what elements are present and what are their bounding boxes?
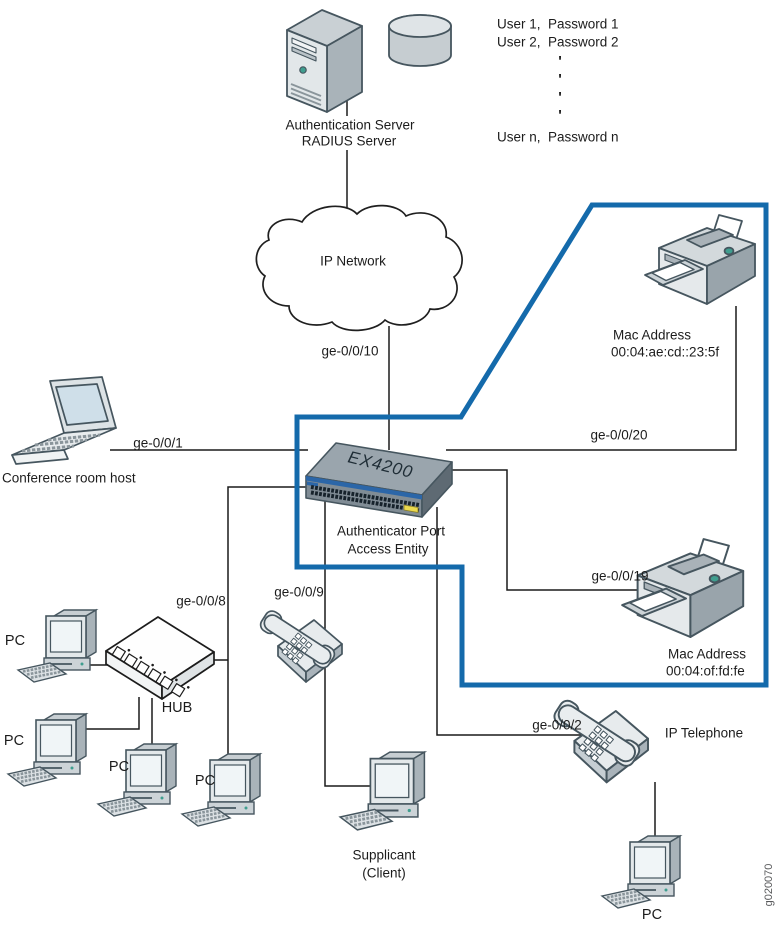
pc1-icon xyxy=(16,608,98,684)
pc1-label: PC xyxy=(4,633,26,650)
printer-bottom-mac-value: 00:04:of:fd:fe xyxy=(666,663,745,679)
hub-label: HUB xyxy=(161,700,193,717)
port-label-ge-0-0-20: ge-0/0/20 xyxy=(590,427,648,443)
switch-uplink-port xyxy=(403,504,419,513)
pc2-icon xyxy=(6,712,88,788)
figure-id: g020070 xyxy=(763,863,775,907)
link-switch-phone-supplicant-ge-0-0-9 xyxy=(324,501,372,787)
user-ellipsis-mark: ' xyxy=(558,70,562,88)
auth-server-label-line1: Authentication Server xyxy=(285,117,415,133)
link-switch-printer-bottom-ge-0-0-19 xyxy=(443,469,658,591)
pc4-icon xyxy=(180,752,262,828)
cloud-icon xyxy=(255,204,463,332)
server-icon xyxy=(286,9,363,113)
port-label-ge-0-0-19: ge-0/0/19 xyxy=(591,568,649,584)
switch-logo xyxy=(307,481,318,487)
supplicant-label-line2: (Client) xyxy=(362,865,406,881)
switch-stripe xyxy=(306,476,422,500)
supplicant-label-line1: Supplicant xyxy=(352,847,416,863)
printer-bottom-mac-title: Mac Address xyxy=(668,646,747,662)
pc2-label: PC xyxy=(3,733,25,750)
ip-network-label: IP Network xyxy=(320,253,386,269)
ip-phone-pc-label: PC xyxy=(641,907,663,924)
switch-role-label-line1: Authenticator Port xyxy=(336,523,446,539)
supplicant-pc-icon xyxy=(338,750,426,832)
phone-icon xyxy=(257,607,343,683)
port-label-ge-0-0-2: ge-0/0/2 xyxy=(532,717,582,733)
link-switch-ipphone-ge-0-0-2 xyxy=(436,507,612,736)
port-label-ge-0-0-9: ge-0/0/9 xyxy=(274,584,324,600)
laptop-icon xyxy=(11,376,117,465)
hub-icon xyxy=(105,616,215,700)
switch-role-label-line2: Access Entity xyxy=(347,541,429,557)
conference-host-label: Conference room host xyxy=(2,470,136,486)
ip-telephone-label: IP Telephone xyxy=(664,725,744,741)
pc4-label: PC xyxy=(194,773,216,790)
link-switch-printer-top-ge-0-0-20 xyxy=(446,306,737,451)
database-icon xyxy=(388,14,452,67)
user-ellipsis-mark: ' xyxy=(558,106,562,124)
user-ellipsis-mark: ' xyxy=(558,52,562,70)
switch-ports xyxy=(310,485,420,513)
user-row-2: User 2, Password 2 xyxy=(497,34,619,50)
port-label-ge-0-0-8: ge-0/0/8 xyxy=(176,593,226,609)
ip-telephone-icon xyxy=(550,696,649,784)
pc3-label: PC xyxy=(108,759,130,776)
switch-icon: EX4200 xyxy=(305,442,453,518)
printer-top-mac-title: Mac Address xyxy=(613,327,692,343)
user-row-1: User 1, Password 1 xyxy=(497,16,619,32)
port-label-ge-0-0-1: ge-0/0/1 xyxy=(133,435,183,451)
link-hub-pc2 xyxy=(73,697,140,730)
printer-top-mac-value: 00:04:ae:cd::23:5f xyxy=(611,344,720,360)
link-switch-hub-ge-0-0-8 xyxy=(227,486,306,763)
auth-server-label-line2: RADIUS Server xyxy=(301,133,397,149)
printer-top-icon xyxy=(644,214,756,305)
user-row-n: User n, Password n xyxy=(497,129,619,145)
user-ellipsis-mark: ' xyxy=(558,88,562,106)
authentication-boundary-outline xyxy=(294,202,769,688)
printer-bottom-icon xyxy=(621,538,745,638)
ip-phone-pc-icon xyxy=(600,834,682,910)
port-label-ge-0-0-10: ge-0/0/10 xyxy=(321,343,379,359)
pc3-icon xyxy=(96,742,178,818)
